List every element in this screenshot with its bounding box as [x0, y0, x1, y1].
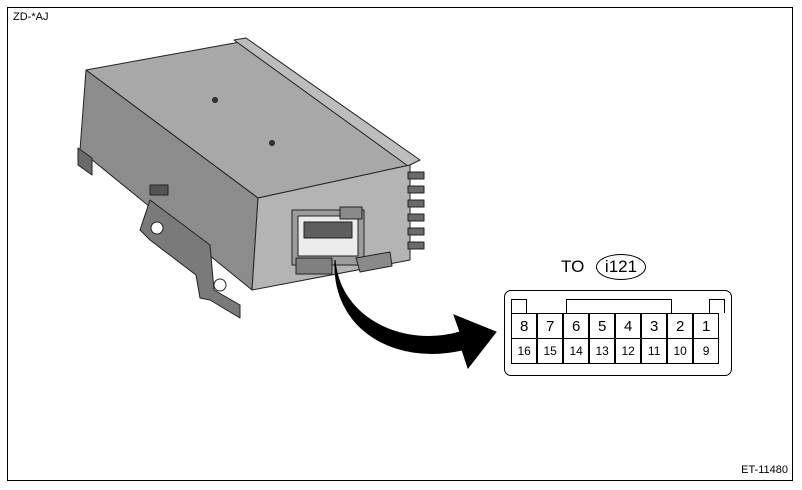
pin-9: 9 [693, 338, 720, 364]
pin-3: 3 [641, 313, 668, 339]
pin-14: 14 [563, 338, 590, 364]
pin-1: 1 [693, 313, 720, 339]
lock-tab-center [566, 299, 672, 313]
connector-id: i121 [604, 257, 638, 276]
pin-8: 8 [511, 313, 538, 339]
model-code: ZD-*AJ [13, 11, 49, 23]
lock-tab-right [511, 299, 527, 313]
pin-13: 13 [589, 338, 616, 364]
pin-11: 11 [641, 338, 668, 364]
pin-5: 5 [589, 313, 616, 339]
pin-4: 4 [615, 313, 642, 339]
pin-2: 2 [667, 313, 694, 339]
pin-10: 10 [667, 338, 694, 364]
pin-15: 15 [537, 338, 564, 364]
pin-7: 7 [537, 313, 564, 339]
to-label: TO [561, 257, 585, 276]
lock-tab-left [709, 299, 725, 313]
connector-pinout: 8 7 6 5 4 3 2 1 16 15 14 13 12 11 10 9 [504, 290, 732, 376]
pin-6: 6 [563, 313, 590, 339]
connector-id-oval: i121 [596, 254, 646, 280]
diagram-frame [7, 7, 793, 481]
pin-12: 12 [615, 338, 642, 364]
curved-arrow [334, 259, 497, 370]
figure-code: ET-11480 [741, 464, 788, 476]
pin-16: 16 [511, 338, 538, 364]
control-module [77, 37, 425, 319]
